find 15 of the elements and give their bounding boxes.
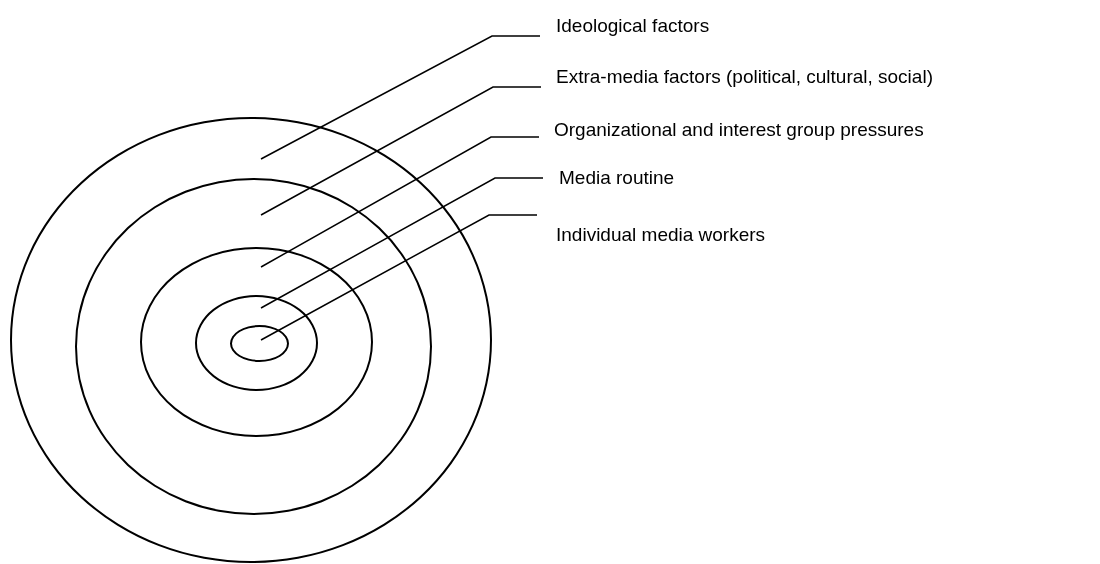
- ring: [230, 325, 289, 362]
- layer-label: Organizational and interest group pressures: [554, 119, 924, 141]
- ring: [75, 178, 432, 515]
- leader-line: [260, 136, 540, 268]
- leader-line: [260, 35, 541, 160]
- layer-label: Ideological factors: [556, 15, 710, 37]
- leader-line: [260, 214, 538, 341]
- layer-label: Media routine: [559, 167, 675, 189]
- ring: [195, 295, 318, 391]
- ring: [140, 247, 373, 437]
- layer-label: Extra-media factors (political, cultural, social): [556, 66, 933, 88]
- ring: [10, 117, 492, 563]
- leader-line: [260, 177, 544, 309]
- leader-line: [260, 86, 542, 216]
- layer-label: Individual media workers: [556, 224, 766, 246]
